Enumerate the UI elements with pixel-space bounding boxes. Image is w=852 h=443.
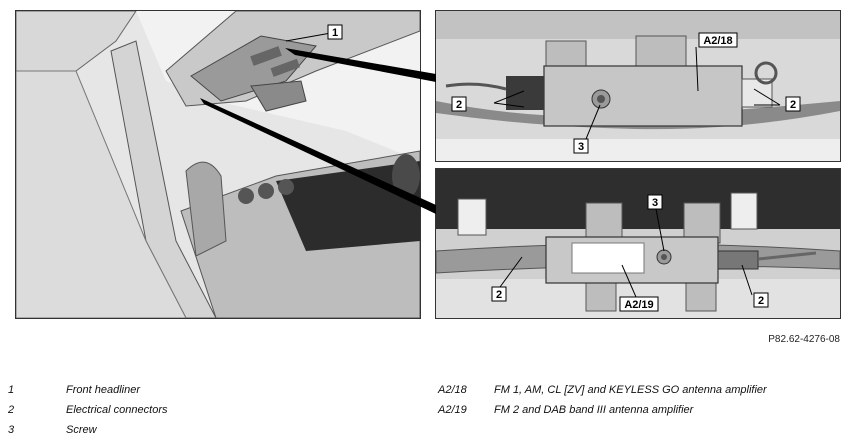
- callout-3-screw-a2-19: 3: [652, 197, 658, 209]
- callout-2-left: 2: [456, 99, 462, 111]
- legend-desc: Electrical connectors: [66, 404, 168, 416]
- legend-desc: Screw: [66, 424, 97, 436]
- legend-key: A2/18: [438, 384, 467, 396]
- a2-19-detail-drawing: 3 A2/19 2 2: [436, 169, 840, 318]
- a2-19-detail-illustration: 3 A2/19 2 2: [435, 168, 841, 319]
- callout-2-right: 2: [790, 99, 796, 111]
- legend-desc: Front headliner: [66, 384, 140, 396]
- callout-3-screw: 3: [578, 141, 584, 153]
- callout-2-right-a2-19: 2: [758, 295, 764, 307]
- legend-key: 2: [8, 404, 15, 416]
- legend-key: 1: [8, 384, 15, 396]
- callout-1: 1: [332, 27, 338, 39]
- a2-18-detail-illustration: A2/18 2 2 3: [435, 10, 841, 162]
- a2-18-detail-drawing: A2/18 2 2 3: [436, 11, 840, 161]
- headliner-overview-illustration: 1: [15, 10, 421, 319]
- figure-reference: P82.62-4276-08: [768, 334, 840, 345]
- legend-desc: FM 1, AM, CL [ZV] and KEYLESS GO antenna…: [494, 384, 767, 396]
- callout-2-left-a2-19: 2: [496, 289, 502, 301]
- headliner-overview-drawing: 1: [16, 11, 420, 318]
- legend-key: 3: [8, 424, 15, 436]
- legend-key: A2/19: [438, 404, 467, 416]
- callout-a2-18: A2/18: [703, 35, 732, 47]
- legend-desc: FM 2 and DAB band III antenna amplifier: [494, 404, 694, 416]
- callout-a2-19: A2/19: [624, 299, 653, 311]
